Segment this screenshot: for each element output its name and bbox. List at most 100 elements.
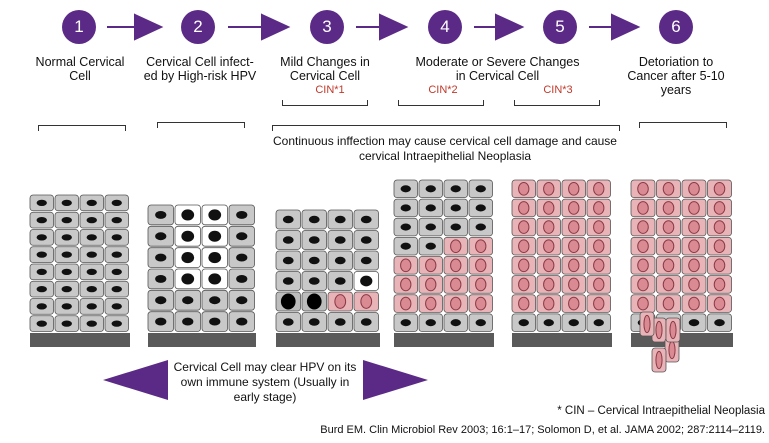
cell-nucleus bbox=[86, 303, 97, 310]
cell-nucleus bbox=[637, 258, 649, 273]
cell-nucleus bbox=[86, 320, 97, 327]
cell-nucleus bbox=[568, 296, 580, 311]
step-2-label: Cervical Cell infect-ed by High-risk HPV bbox=[143, 55, 257, 83]
cell-nucleus bbox=[637, 296, 649, 311]
cell-nucleus bbox=[155, 232, 167, 241]
cell-nucleus bbox=[593, 239, 605, 254]
cell-nucleus bbox=[655, 320, 663, 340]
cell-nucleus bbox=[36, 303, 47, 310]
cell-nucleus bbox=[360, 256, 372, 265]
cell-nucleus bbox=[334, 277, 346, 285]
cell-nucleus bbox=[450, 258, 462, 273]
clear-hpv-note: Cervical Cell may clear HPV on its own i… bbox=[173, 360, 357, 404]
cell-nucleus bbox=[688, 319, 700, 327]
cell-nucleus bbox=[518, 220, 530, 234]
cell-nucleus bbox=[282, 318, 294, 326]
step-1-circle: 1 bbox=[62, 10, 96, 44]
cell-nucleus bbox=[475, 296, 487, 311]
cell-nucleus bbox=[662, 201, 675, 215]
step-3-circle: 3 bbox=[310, 10, 344, 44]
cell-nucleus bbox=[637, 277, 649, 292]
left-big-arrow bbox=[103, 360, 168, 400]
cell-nucleus bbox=[543, 258, 555, 273]
cell-nucleus bbox=[425, 223, 436, 231]
cell-nucleus bbox=[208, 209, 222, 221]
infection-note: Continuous inffection may cause cervical… bbox=[273, 134, 617, 163]
cell-nucleus bbox=[655, 350, 663, 370]
cell-nucleus bbox=[209, 317, 221, 326]
cell-nucleus bbox=[111, 251, 122, 258]
cell-nucleus bbox=[662, 296, 675, 311]
cin-3-bracket bbox=[514, 100, 600, 106]
cin-1-bracket bbox=[282, 100, 368, 106]
cell-nucleus bbox=[450, 319, 461, 327]
cell-nucleus bbox=[360, 275, 373, 287]
cell-nucleus bbox=[662, 239, 675, 254]
cell-nucleus bbox=[61, 268, 72, 276]
cell-nucleus bbox=[662, 258, 675, 273]
cell-nucleus bbox=[713, 220, 726, 234]
cell-nucleus bbox=[334, 294, 347, 309]
cell-nucleus bbox=[360, 215, 372, 224]
cell-nucleus bbox=[688, 181, 700, 196]
cell-nucleus bbox=[688, 201, 700, 215]
stage-2-bracket bbox=[157, 122, 245, 128]
infection-bracket bbox=[272, 125, 620, 131]
cell-nucleus bbox=[518, 181, 530, 196]
step-6-label: Detoriation to Cancer after 5-10 years bbox=[627, 55, 725, 97]
cell-nucleus bbox=[334, 215, 346, 224]
cell-nucleus bbox=[662, 277, 675, 292]
step-arrows bbox=[107, 13, 641, 41]
cell-nucleus bbox=[36, 251, 47, 258]
cell-nucleus bbox=[475, 319, 486, 327]
cell-nucleus bbox=[111, 285, 122, 293]
cell-nucleus bbox=[400, 185, 411, 193]
cell-nucleus bbox=[450, 296, 462, 311]
cell-nucleus bbox=[61, 216, 72, 224]
cell-nucleus bbox=[236, 296, 248, 305]
cell-nucleus bbox=[155, 210, 167, 219]
cell-nucleus bbox=[425, 277, 437, 292]
cell-nucleus bbox=[668, 340, 676, 360]
cell-nucleus bbox=[155, 253, 167, 262]
cell-nucleus bbox=[662, 181, 675, 196]
cell-nucleus bbox=[400, 223, 411, 231]
cell-nucleus bbox=[593, 319, 604, 327]
cell-nucleus bbox=[236, 317, 248, 326]
cell-nucleus bbox=[713, 201, 726, 215]
cell-nucleus bbox=[334, 318, 346, 326]
step-4-label: Moderate or Severe Changes in Cervical C… bbox=[415, 55, 580, 83]
cell-nucleus bbox=[400, 277, 412, 292]
cell-nucleus bbox=[593, 258, 605, 273]
cell-nucleus bbox=[568, 220, 580, 234]
cell-nucleus bbox=[688, 296, 700, 311]
cell-nucleus bbox=[425, 185, 436, 193]
cell-nucleus bbox=[543, 239, 555, 254]
cell-nucleus bbox=[111, 320, 122, 327]
cell-nucleus bbox=[475, 239, 487, 254]
cell-nucleus bbox=[543, 181, 555, 196]
cell-nucleus bbox=[111, 234, 122, 241]
cell-nucleus bbox=[425, 319, 436, 327]
cell-nucleus bbox=[36, 268, 47, 276]
cell-nucleus bbox=[713, 277, 726, 292]
cell-nucleus bbox=[400, 258, 412, 273]
cell-nucleus bbox=[475, 277, 487, 292]
step-5-circle: 5 bbox=[543, 10, 577, 44]
cin-1-label: CIN*1 bbox=[315, 84, 345, 96]
cell-nucleus bbox=[637, 201, 649, 215]
cell-nucleus bbox=[518, 201, 530, 215]
cell-nucleus bbox=[111, 199, 122, 207]
cell-nucleus bbox=[593, 277, 605, 292]
cell-nucleus bbox=[637, 239, 649, 254]
cell-nucleus bbox=[181, 209, 195, 221]
cell-nucleus bbox=[714, 319, 725, 327]
cell-nucleus bbox=[713, 258, 726, 273]
cell-nucleus bbox=[334, 236, 346, 244]
cell-nucleus bbox=[450, 223, 461, 231]
cell-nucleus bbox=[425, 242, 436, 250]
cell-nucleus bbox=[400, 296, 412, 311]
cell-nucleus bbox=[593, 181, 605, 196]
cell-nucleus bbox=[61, 320, 72, 327]
